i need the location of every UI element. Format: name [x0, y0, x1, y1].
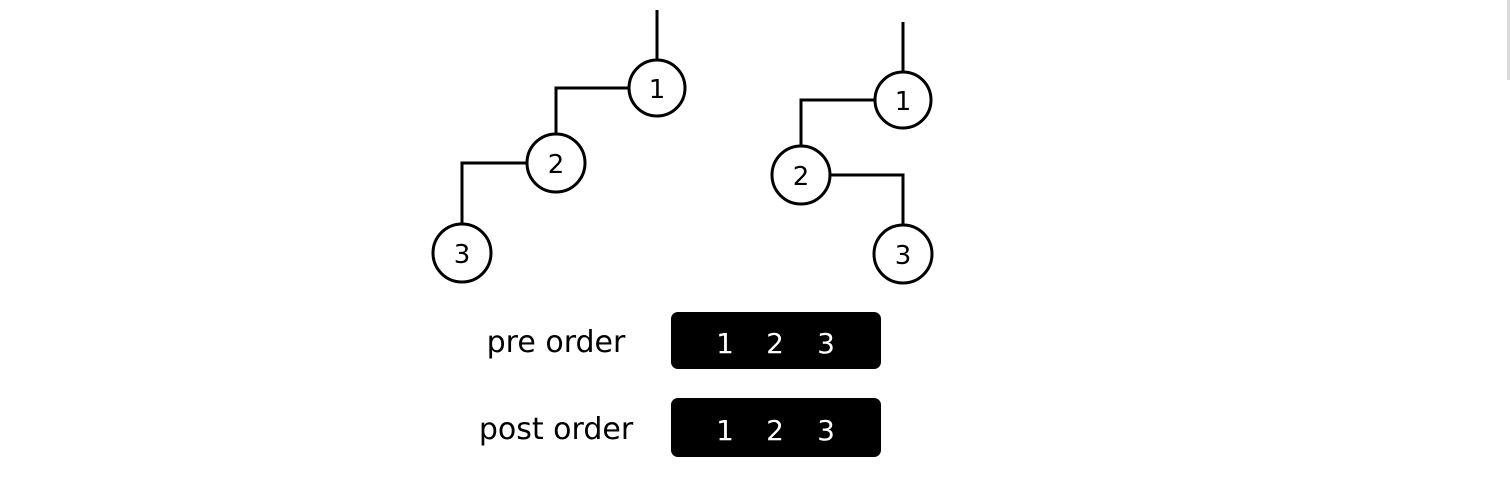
edge-1-2 — [799, 98, 874, 147]
tree-left: 1 2 3 — [431, 10, 687, 284]
tree-node: 1 — [873, 70, 933, 130]
tree-node: 3 — [431, 222, 493, 284]
post-order-value: 2 — [766, 414, 784, 447]
post-order-value: 3 — [817, 414, 835, 447]
edge-2-3 — [830, 173, 905, 225]
post-order-box — [671, 398, 881, 457]
post-order-value: 1 — [716, 414, 734, 447]
pre-order-value: 1 — [716, 327, 734, 360]
node-label: 2 — [548, 150, 565, 180]
post-order-row: post order 1 2 3 — [479, 398, 881, 457]
tree-node: 1 — [627, 58, 687, 118]
tree-node: 3 — [872, 223, 934, 285]
node-label: 3 — [454, 240, 471, 270]
node-label: 1 — [649, 75, 666, 105]
edge-2-3 — [460, 161, 527, 224]
node-label: 2 — [793, 162, 810, 192]
tree-node: 2 — [770, 144, 832, 206]
tree-right: 1 2 3 — [770, 22, 934, 285]
post-order-label: post order — [479, 412, 634, 447]
node-label: 3 — [895, 241, 912, 271]
pre-order-label: pre order — [487, 325, 626, 360]
pre-order-value: 2 — [766, 327, 784, 360]
edge-1-2 — [554, 86, 628, 134]
window-edge — [1507, 0, 1510, 80]
pre-order-value: 3 — [817, 327, 835, 360]
tree-node: 2 — [525, 132, 587, 194]
pre-order-box — [671, 312, 881, 369]
pre-order-row: pre order 1 2 3 — [487, 312, 881, 369]
node-label: 1 — [895, 87, 912, 117]
